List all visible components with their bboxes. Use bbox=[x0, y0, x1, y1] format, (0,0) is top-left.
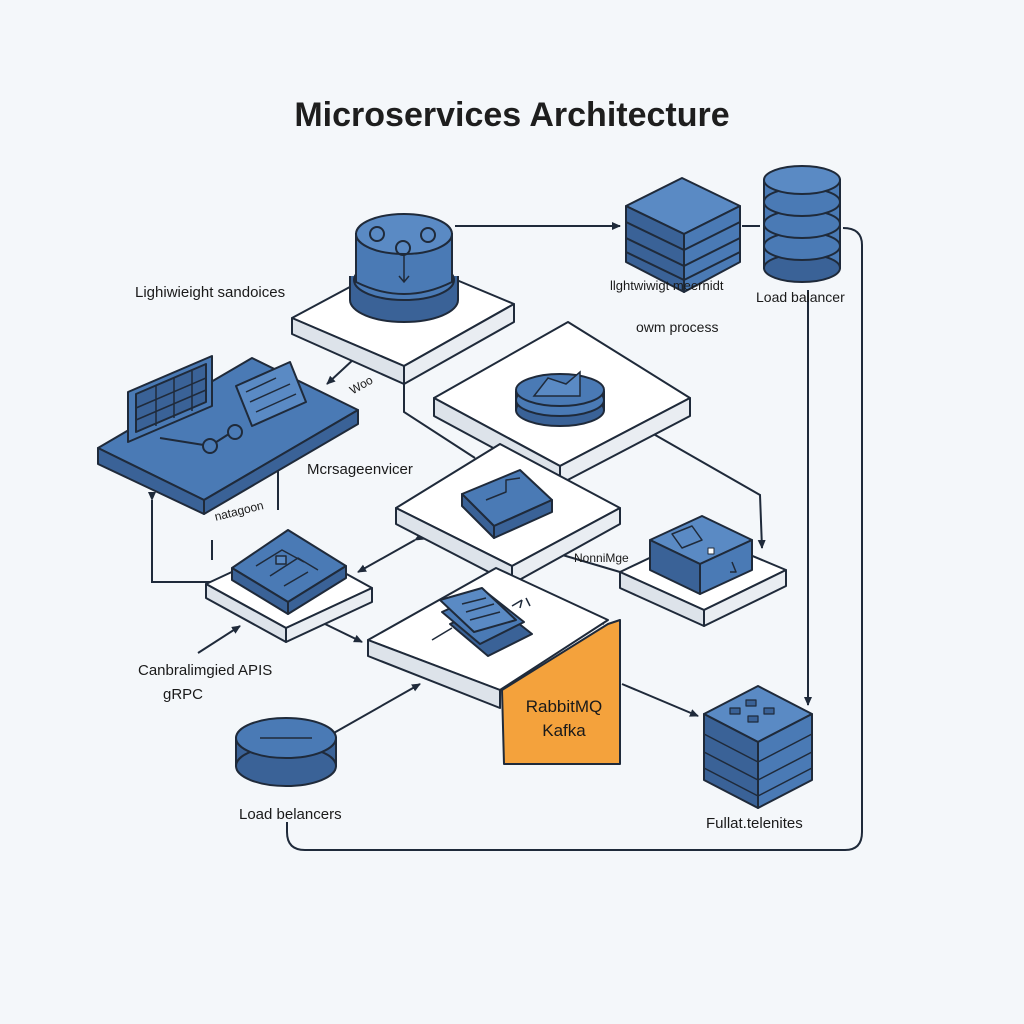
server-stack-icon bbox=[625, 177, 741, 293]
label-own-process: owm process bbox=[636, 319, 719, 335]
label-load-balancers-bottom: Load belancers bbox=[239, 806, 342, 823]
page-title: Microservices Architecture bbox=[294, 96, 730, 134]
label-grpc: gRPC bbox=[163, 686, 204, 703]
arrow-registry-dashboard bbox=[326, 349, 364, 385]
circuit-board-icon bbox=[231, 529, 347, 615]
arrow-message-circuit bbox=[357, 532, 424, 573]
label-rabbitmq: RabbitMQ bbox=[525, 697, 603, 716]
cog-cylinder-icon bbox=[349, 213, 459, 323]
disk-stack-icon bbox=[515, 370, 605, 427]
message-broker-block bbox=[501, 619, 621, 765]
label-fullat-telenites: Fullat.telenites bbox=[706, 815, 803, 832]
storage-cube-icon bbox=[703, 685, 813, 809]
arrow-lb-to-documents bbox=[331, 683, 421, 735]
arrow-cache-container bbox=[641, 424, 766, 549]
arrow-broker-to-storage bbox=[621, 683, 699, 717]
label-centralized-apis: Canbralimgied APIS bbox=[138, 662, 273, 679]
chip-icon bbox=[461, 469, 553, 539]
document-stack-icon bbox=[431, 587, 533, 657]
label-lightweight-sandboxes: Lighiwieight sandoices bbox=[135, 284, 286, 301]
loop-outer bbox=[286, 227, 863, 851]
arrow-circuit-documents bbox=[316, 616, 363, 643]
label-message-service: Mcrsageenvicer bbox=[307, 461, 413, 478]
disk-icon bbox=[235, 717, 337, 787]
label-load-balancer-top: Load balancer bbox=[756, 289, 845, 305]
line-platform-bridge bbox=[403, 378, 476, 459]
container-box-icon bbox=[649, 515, 753, 595]
arrow-api-to-circuit bbox=[197, 625, 241, 654]
label-top-center-line1: llghtwiwigt meernidt bbox=[610, 278, 724, 293]
monitor-dashboard-icon bbox=[97, 355, 359, 515]
line-dashboard-left bbox=[148, 492, 210, 583]
label-nonnime: NonniMge bbox=[574, 551, 629, 565]
database-stack-icon bbox=[763, 165, 841, 283]
label-kafka: Kafka bbox=[542, 721, 586, 740]
